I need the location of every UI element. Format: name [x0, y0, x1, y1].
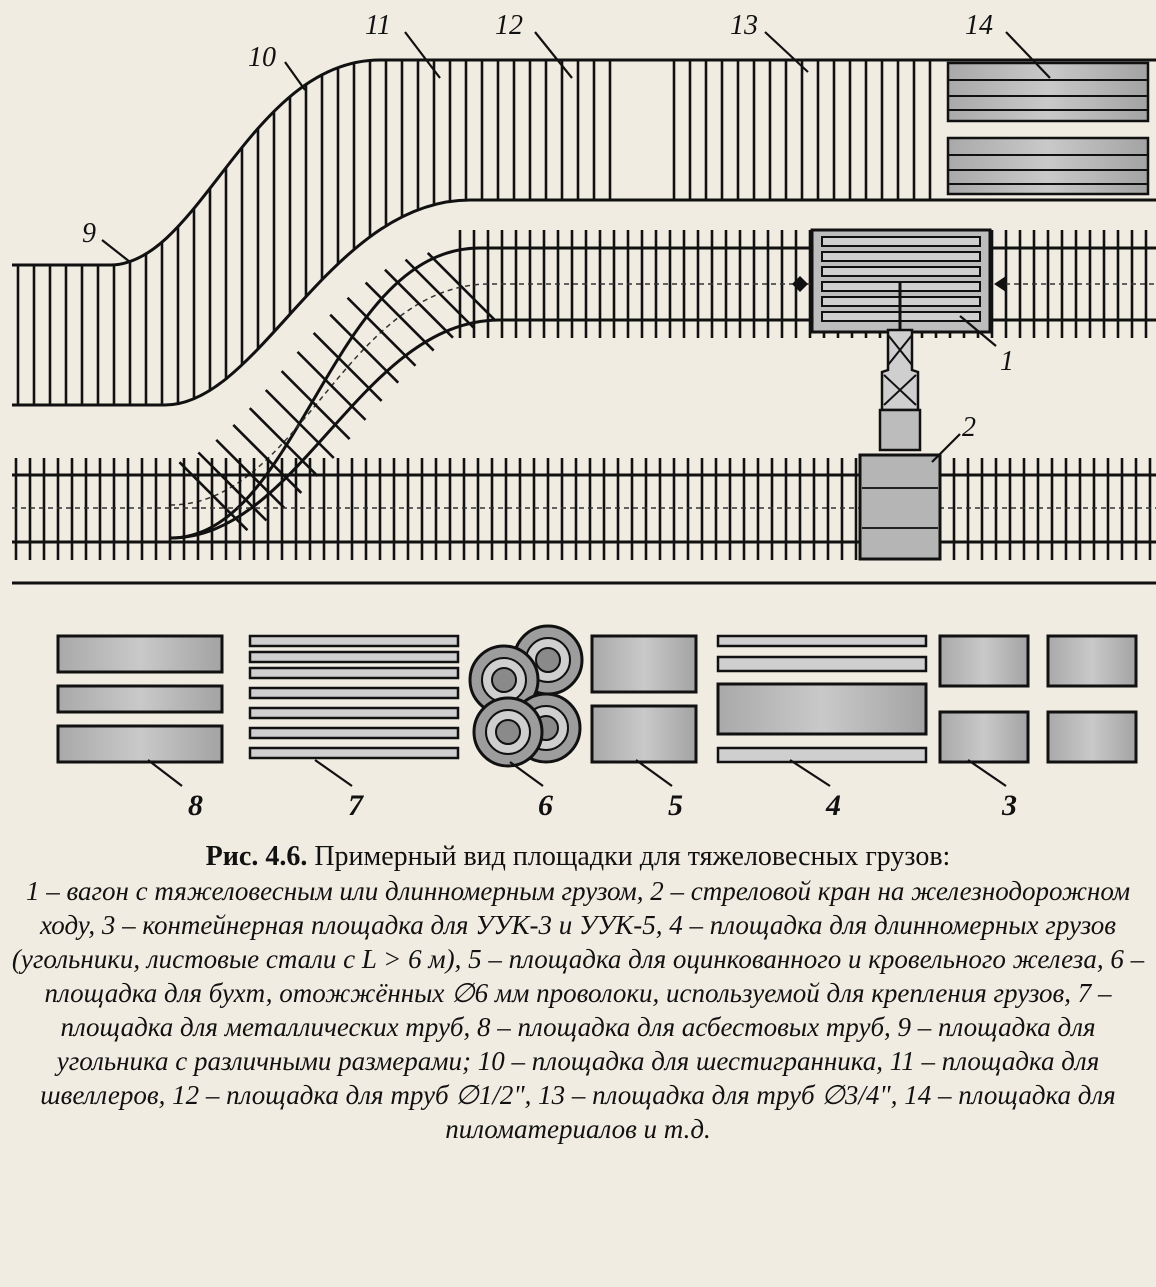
figure-caption: Рис. 4.6. Примерный вид площадки для тяж… [0, 840, 1156, 1146]
curve-tie [426, 252, 497, 322]
figure-number: Рис. 4.6. [205, 841, 308, 872]
label-6: 6 [538, 789, 553, 822]
area-6-wire-coils [468, 624, 584, 768]
label-2: 2 [962, 412, 976, 443]
area-4-long-cargo [716, 634, 928, 764]
band-ticks [16, 60, 932, 405]
lumber-stacks-area-14 [946, 61, 1150, 196]
area-3-containers [938, 634, 1138, 764]
curve-tie [296, 350, 367, 421]
curve-tie [384, 268, 454, 339]
curve-tie [346, 296, 417, 367]
caption-title-line: Рис. 4.6. Примерный вид площадки для тяж… [0, 840, 1156, 874]
curve-tie [248, 407, 319, 478]
yard-plan-diagram: 9 10 11 12 13 14 1 2 3 4 5 6 7 8 [12, 10, 1156, 822]
label-3: 3 [1001, 789, 1017, 822]
label-4: 4 [825, 789, 841, 822]
band-top-edge [12, 58, 1156, 267]
area-8-asbestos-pipes [56, 634, 224, 764]
figure-description: 1 – вагон с тяжеловесным или длинномерны… [11, 876, 1145, 1144]
figure-title: Примерный вид площадки для тяжеловесных … [314, 841, 951, 872]
label-1: 1 [1000, 346, 1014, 377]
curve-tie [280, 370, 351, 441]
crane-2 [858, 282, 942, 561]
area-7-metal-pipes [248, 634, 460, 760]
curve-tie [364, 281, 435, 352]
upper-siding-track [169, 230, 1156, 540]
curve-tie [178, 461, 249, 532]
leader-lines [101, 31, 1051, 787]
area-5-sheet-iron [590, 634, 698, 764]
label-7: 7 [348, 789, 364, 822]
label-10: 10 [248, 42, 276, 73]
curve-tie [264, 389, 335, 459]
label-11: 11 [365, 10, 391, 41]
band-bottom-edge [12, 198, 1156, 407]
label-5: 5 [668, 789, 683, 822]
storage-band [12, 58, 1156, 407]
label-13: 13 [730, 10, 758, 41]
label-14: 14 [965, 10, 993, 41]
label-9: 9 [82, 218, 96, 249]
curve-tie [329, 313, 400, 384]
curve-tie [404, 258, 475, 329]
label-12: 12 [495, 10, 523, 41]
label-8: 8 [188, 789, 203, 822]
curve-tie [312, 331, 383, 402]
main-track [12, 458, 1156, 560]
